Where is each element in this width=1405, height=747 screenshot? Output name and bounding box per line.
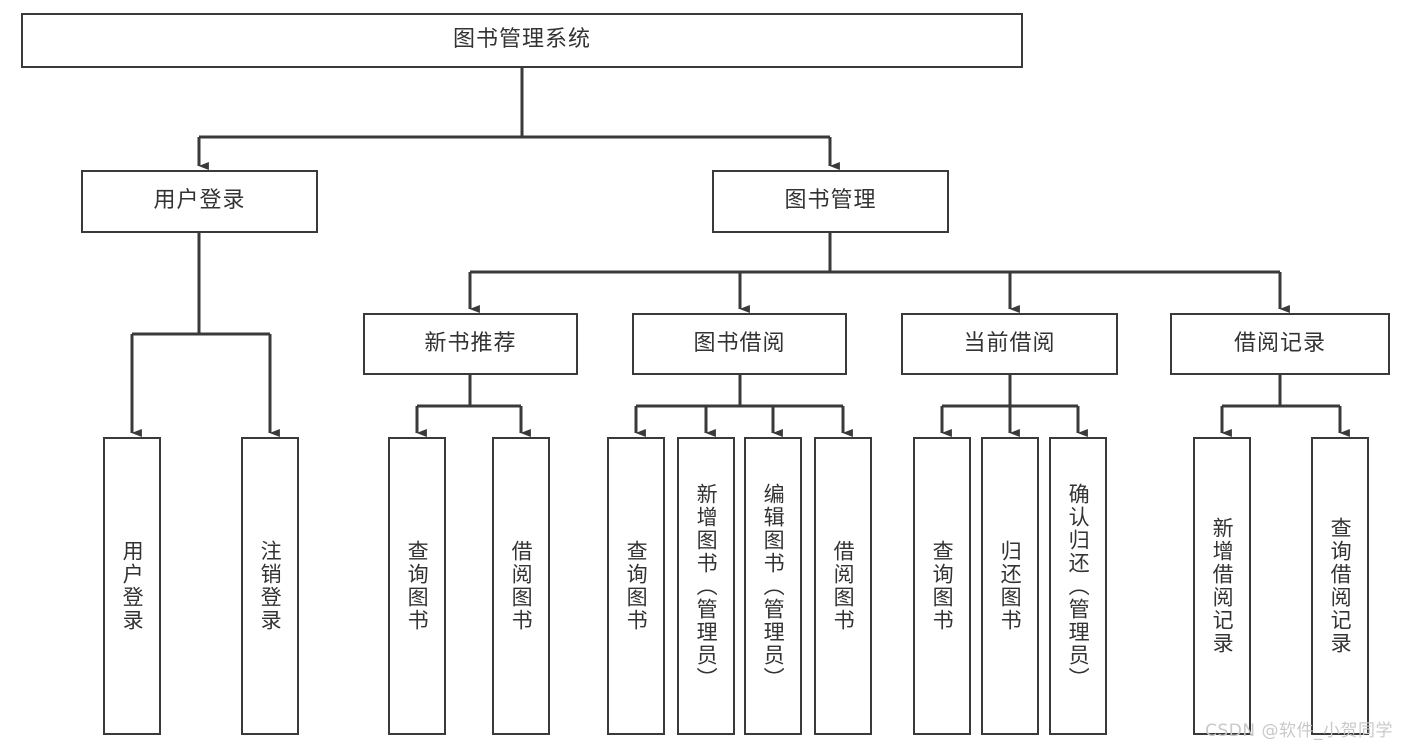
node-leaf-add-record[interactable]: 新增借阅记录	[1193, 437, 1251, 735]
node-leaf-query-book-1[interactable]: 查询图书	[388, 437, 446, 735]
node-leaf-borrow-book-2-label: 借阅图书	[831, 540, 856, 632]
node-leaf-borrow-book-1-label: 借阅图书	[509, 540, 534, 632]
node-book-borrow-label: 图书借阅	[693, 330, 786, 356]
node-book-manage[interactable]: 图书管理	[712, 170, 949, 233]
node-leaf-add-book[interactable]: 新增图书（管理员）	[677, 437, 735, 735]
node-leaf-query-book-2[interactable]: 查询图书	[607, 437, 665, 735]
node-leaf-edit-book-label: 编辑图书（管理员）	[761, 482, 786, 690]
node-book-borrow[interactable]: 图书借阅	[632, 313, 847, 375]
node-leaf-query-book-3[interactable]: 查询图书	[913, 437, 971, 735]
csdn-watermark: CSDN @软件_小贺同学	[1205, 721, 1393, 741]
node-leaf-borrow-book-2[interactable]: 借阅图书	[814, 437, 872, 735]
node-current-borrow-label: 当前借阅	[963, 330, 1056, 356]
node-leaf-confirm-return[interactable]: 确认归还（管理员）	[1049, 437, 1107, 735]
node-leaf-query-book-2-label: 查询图书	[624, 540, 649, 632]
node-leaf-return-book-label: 归还图书	[998, 540, 1023, 632]
node-user-login[interactable]: 用户登录	[81, 170, 318, 233]
node-current-borrow[interactable]: 当前借阅	[901, 313, 1118, 375]
node-root[interactable]: 图书管理系统	[21, 13, 1023, 68]
node-new-book-recommend-label: 新书推荐	[424, 330, 517, 356]
node-leaf-query-record-label: 查询借阅记录	[1328, 517, 1353, 655]
node-leaf-query-book-1-label: 查询图书	[405, 540, 430, 632]
node-leaf-borrow-book-1[interactable]: 借阅图书	[492, 437, 550, 735]
node-borrow-record-label: 借阅记录	[1233, 330, 1326, 356]
node-leaf-confirm-return-label: 确认归还（管理员）	[1066, 482, 1091, 690]
node-leaf-logout-login-label: 注销登录	[258, 540, 283, 632]
node-leaf-query-book-3-label: 查询图书	[930, 540, 955, 632]
node-leaf-user-login[interactable]: 用户登录	[103, 437, 161, 735]
node-leaf-query-record[interactable]: 查询借阅记录	[1311, 437, 1369, 735]
node-borrow-record[interactable]: 借阅记录	[1170, 313, 1390, 375]
node-leaf-add-record-label: 新增借阅记录	[1210, 517, 1235, 655]
node-leaf-logout-login[interactable]: 注销登录	[241, 437, 299, 735]
node-leaf-edit-book[interactable]: 编辑图书（管理员）	[744, 437, 802, 735]
node-book-manage-label: 图书管理	[784, 188, 877, 214]
node-leaf-return-book[interactable]: 归还图书	[981, 437, 1039, 735]
node-root-label: 图书管理系统	[452, 27, 591, 53]
node-leaf-user-login-label: 用户登录	[120, 540, 145, 632]
node-new-book-recommend[interactable]: 新书推荐	[363, 313, 578, 375]
node-user-login-label: 用户登录	[153, 188, 246, 214]
node-leaf-add-book-label: 新增图书（管理员）	[694, 482, 719, 690]
